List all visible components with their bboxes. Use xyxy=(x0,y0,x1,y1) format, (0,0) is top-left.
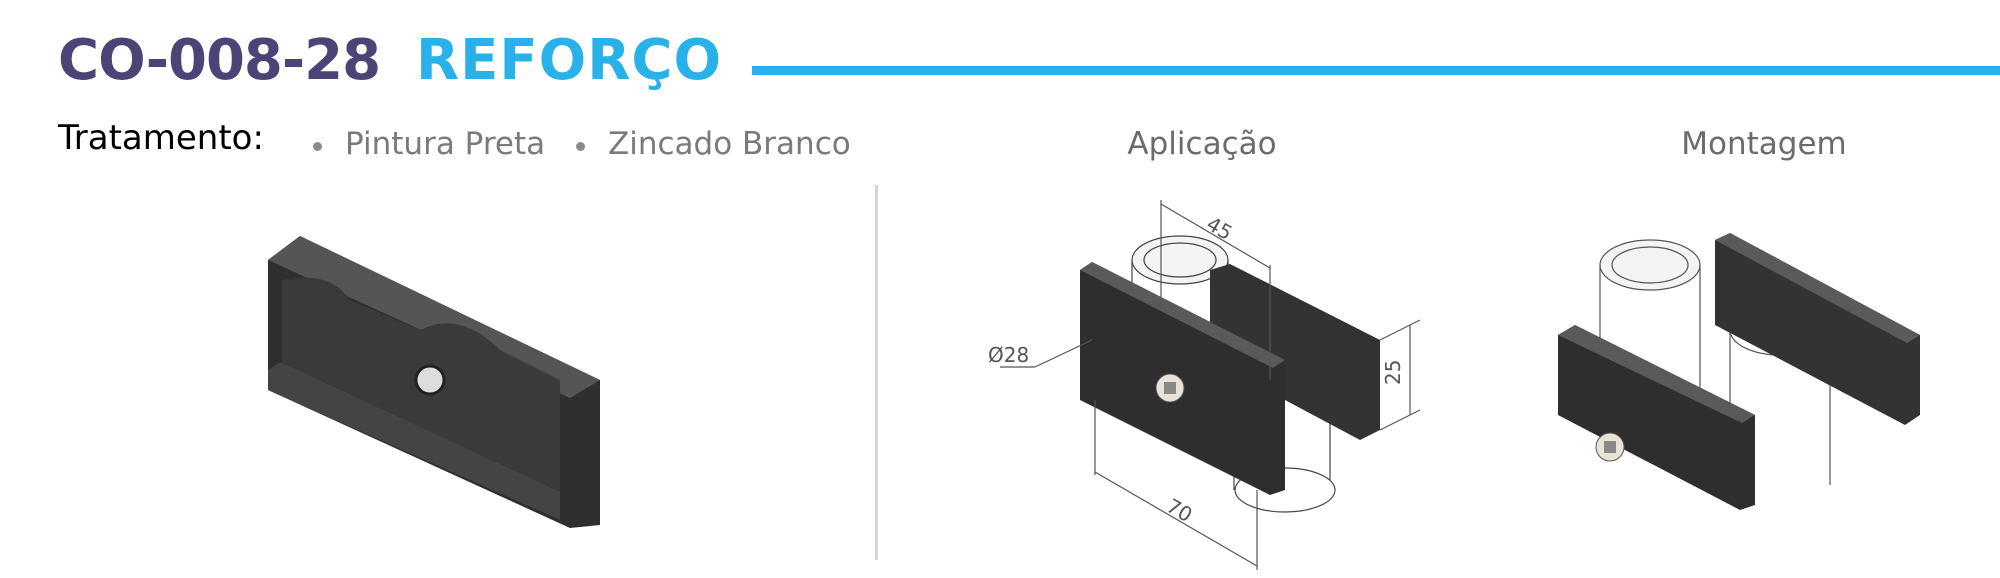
application-caption: Aplicação xyxy=(1127,126,1277,162)
treatment-label: Tratamento: xyxy=(58,118,264,158)
product-image xyxy=(268,236,600,528)
assembly-drawing xyxy=(1558,233,1920,510)
bullet-icon xyxy=(576,142,585,151)
section-divider xyxy=(875,185,878,560)
treatment-option: Zincado Branco xyxy=(608,126,851,162)
product-name: REFORÇO xyxy=(416,28,723,93)
dimension-height: 25 xyxy=(1381,360,1405,385)
application-drawing: 45 70 25 Ø28 xyxy=(988,200,1420,570)
treatment-option: Pintura Preta xyxy=(345,126,546,162)
product-code: CO-008-28 xyxy=(58,28,381,93)
dimension-diameter: Ø28 xyxy=(988,343,1029,367)
bullet-icon xyxy=(313,142,322,151)
header-rule xyxy=(752,66,2000,75)
assembly-caption: Montagem xyxy=(1681,126,1847,162)
dimension-length: 70 xyxy=(1163,494,1197,528)
